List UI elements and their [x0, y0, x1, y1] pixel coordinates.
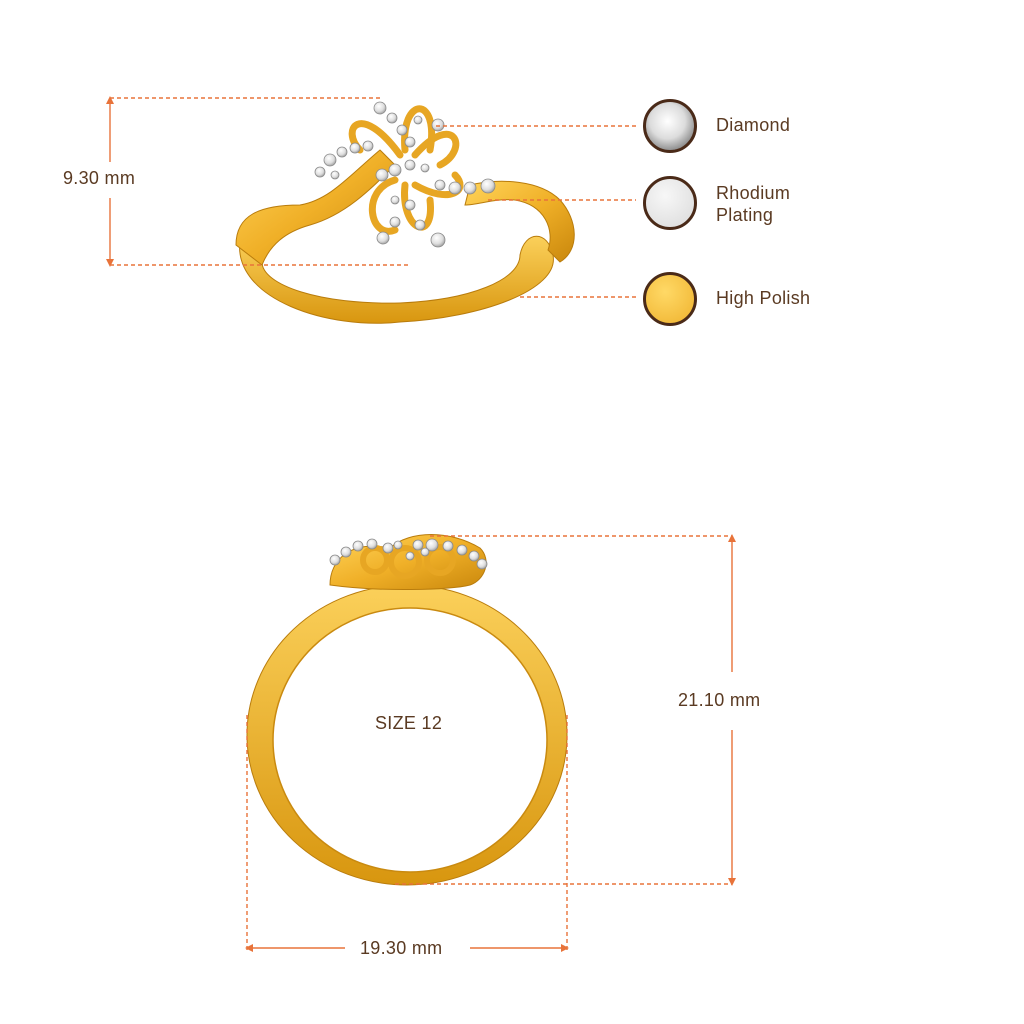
- outer-height-dimension-line: [395, 535, 733, 885]
- outer-height-arrowheads: [728, 534, 736, 886]
- height-dimension-line: [109, 97, 410, 266]
- rhodium-swatch-icon: [643, 176, 697, 230]
- ring-front-view: [246, 534, 568, 886]
- diamond-swatch-icon: [643, 99, 697, 153]
- legend-leader-lines: [436, 125, 636, 298]
- ring-side-view: [235, 101, 575, 324]
- legend-high-polish-label: High Polish: [716, 288, 811, 308]
- legend-diamond-label: Diamond: [716, 115, 791, 135]
- outer-width-arrowheads: [245, 944, 569, 952]
- outer-width-label: 19.30 mm: [360, 938, 443, 958]
- ring-size-label: SIZE 12: [375, 713, 443, 733]
- outer-height-label: 21.10 mm: [678, 690, 761, 710]
- outer-width-dimension-line: [246, 715, 568, 950]
- gold-swatch-icon: [643, 272, 697, 326]
- height-arrowheads: [106, 96, 114, 267]
- height-label: 9.30 mm: [63, 168, 136, 188]
- legend-rhodium-label: Rhodium Plating: [716, 183, 791, 225]
